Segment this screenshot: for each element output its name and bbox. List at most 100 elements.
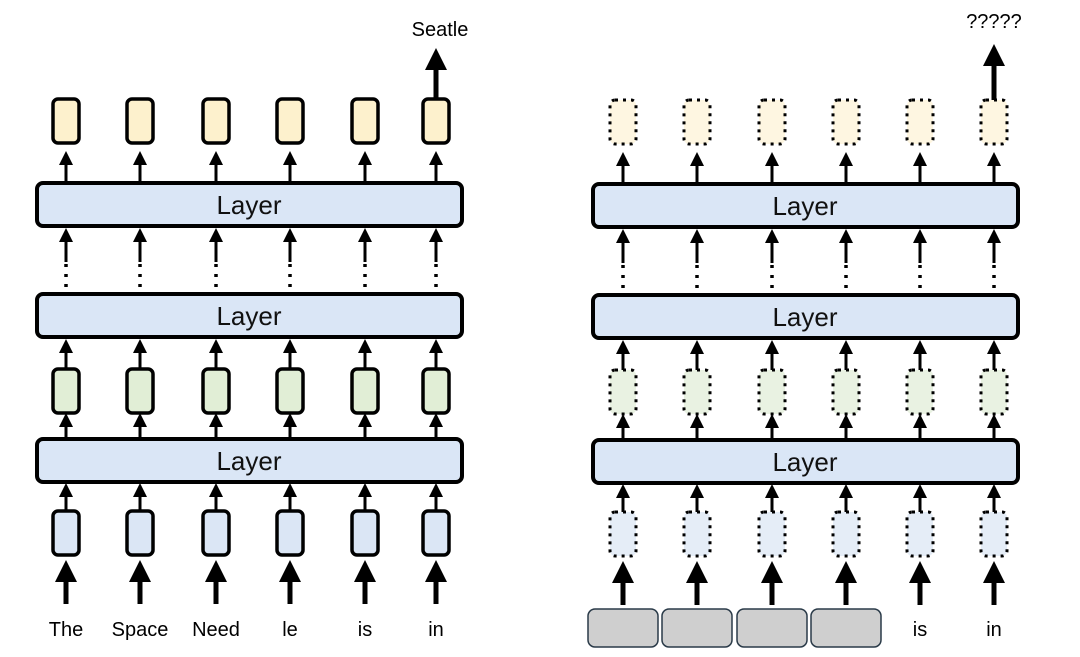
left-input-word-1: Space (112, 619, 169, 641)
left-input-node-5 (421, 509, 451, 557)
right-arrow-hid-1 (690, 414, 704, 440)
right-redacted-word-1 (661, 608, 733, 648)
right-arrow-hid-5-head (987, 414, 1001, 428)
right-arrow-top-2-head (765, 152, 779, 166)
right-hidden-node-1 (682, 368, 712, 416)
right-arrow-top-1-head (690, 152, 704, 166)
left-arrow-dots-2-head (209, 228, 223, 242)
right-arrow-dots-5 (987, 229, 1001, 263)
right-input-node-5 (979, 510, 1009, 558)
right-arrow-in-0 (616, 484, 630, 512)
left-output-node-1 (125, 97, 155, 145)
left-arrow-mid-3-head (283, 339, 297, 353)
left-arrow-top-0 (59, 151, 73, 183)
left-arrow-top-3 (283, 151, 297, 183)
left-input-node-1 (125, 509, 155, 557)
right-arrow-hid-0 (616, 414, 630, 440)
right-arrow-dots-2 (765, 229, 779, 263)
left-arrow-hid-3 (283, 413, 297, 439)
left-arrow-word-0 (55, 560, 77, 604)
right-arrow-in-1-head (690, 484, 704, 498)
left-input-node-0 (51, 509, 81, 557)
left-hidden-node-2 (201, 367, 231, 415)
right-arrow-top-5 (987, 152, 1001, 184)
right-arrow-in-4-head (913, 484, 927, 498)
left-arrow-top-4 (358, 151, 372, 183)
left-hidden-node-3 (275, 367, 305, 415)
left-input-word-2: Need (192, 619, 240, 641)
left-arrow-mid-2-head (209, 339, 223, 353)
left-arrow-word-4-head (354, 560, 376, 582)
left-arrow-in-5-head (429, 483, 443, 497)
left-arrow-top-2-head (209, 151, 223, 165)
right-layer-bottom-label: Layer (772, 447, 837, 477)
left-arrow-in-3-head (283, 483, 297, 497)
left-arrow-top-3-head (283, 151, 297, 165)
left-arrow-word-4 (354, 560, 376, 604)
right-arrow-hid-2-head (765, 414, 779, 428)
right-arrow-hid-0-head (616, 414, 630, 428)
right-arrow-mid-1-head (690, 340, 704, 354)
left-arrow-in-1 (133, 483, 147, 511)
right-arrow-in-3-head (839, 484, 853, 498)
left-arrow-word-2 (205, 560, 227, 604)
left-arrow-mid-1 (133, 339, 147, 369)
right-input-node-1 (682, 510, 712, 558)
left-arrow-hid-1-head (133, 413, 147, 427)
right-arrow-mid-1 (690, 340, 704, 370)
right-arrow-top-4 (913, 152, 927, 184)
left-input-node-4 (350, 509, 380, 557)
left-arrow-top-1 (133, 151, 147, 183)
right-arrow-word-1-head (686, 561, 708, 583)
right-arrow-output-head (983, 44, 1005, 66)
right-arrow-mid-5 (987, 340, 1001, 370)
right-arrow-in-3 (839, 484, 853, 512)
right-arrow-mid-2-head (765, 340, 779, 354)
right-arrow-dots-1 (690, 229, 704, 263)
left-arrow-in-3 (283, 483, 297, 511)
right-arrow-top-0 (616, 152, 630, 184)
right-arrow-word-5 (983, 561, 1005, 605)
right-arrow-in-4 (913, 484, 927, 512)
right-redacted-word-2 (736, 608, 808, 648)
right-layer-middle: Layer (591, 293, 1020, 340)
right-arrow-dots-0 (616, 229, 630, 263)
left-arrow-output (425, 48, 447, 99)
left-arrow-word-3 (279, 560, 301, 604)
right-arrow-in-1 (690, 484, 704, 512)
right-output-node-5 (979, 98, 1009, 146)
right-arrow-top-3 (839, 152, 853, 184)
right-hidden-node-3 (831, 368, 861, 416)
left-output-node-2 (201, 97, 231, 145)
left-hidden-node-4 (350, 367, 380, 415)
right-output-node-1 (682, 98, 712, 146)
right-layer-top: Layer (591, 182, 1020, 229)
left-arrow-word-1 (129, 560, 151, 604)
right-hidden-node-2 (757, 368, 787, 416)
right-arrow-dots-4-head (913, 229, 927, 243)
left-arrow-in-0 (59, 483, 73, 511)
right-arrow-word-2 (761, 561, 783, 605)
left-layer-bottom-label: Layer (216, 446, 281, 476)
right-arrow-word-4 (909, 561, 931, 605)
left-arrow-mid-2 (209, 339, 223, 369)
left-arrow-hid-0 (59, 413, 73, 439)
right-input-word-4: is (913, 619, 927, 641)
left-arrow-dots-0-head (59, 228, 73, 242)
right-arrow-top-1 (690, 152, 704, 184)
right-arrow-mid-3 (839, 340, 853, 370)
left-arrow-hid-3-head (283, 413, 297, 427)
right-output-node-4 (905, 98, 935, 146)
right-arrow-top-3-head (839, 152, 853, 166)
right-arrow-in-5 (987, 484, 1001, 512)
left-output-node-4 (350, 97, 380, 145)
left-arrow-mid-0 (59, 339, 73, 369)
right-arrow-mid-4-head (913, 340, 927, 354)
right-arrow-word-3 (835, 561, 857, 605)
right-arrow-hid-3 (839, 414, 853, 440)
right-arrow-mid-3-head (839, 340, 853, 354)
left-arrow-in-0-head (59, 483, 73, 497)
right-arrow-hid-4 (913, 414, 927, 440)
left-arrow-dots-4 (358, 228, 372, 262)
